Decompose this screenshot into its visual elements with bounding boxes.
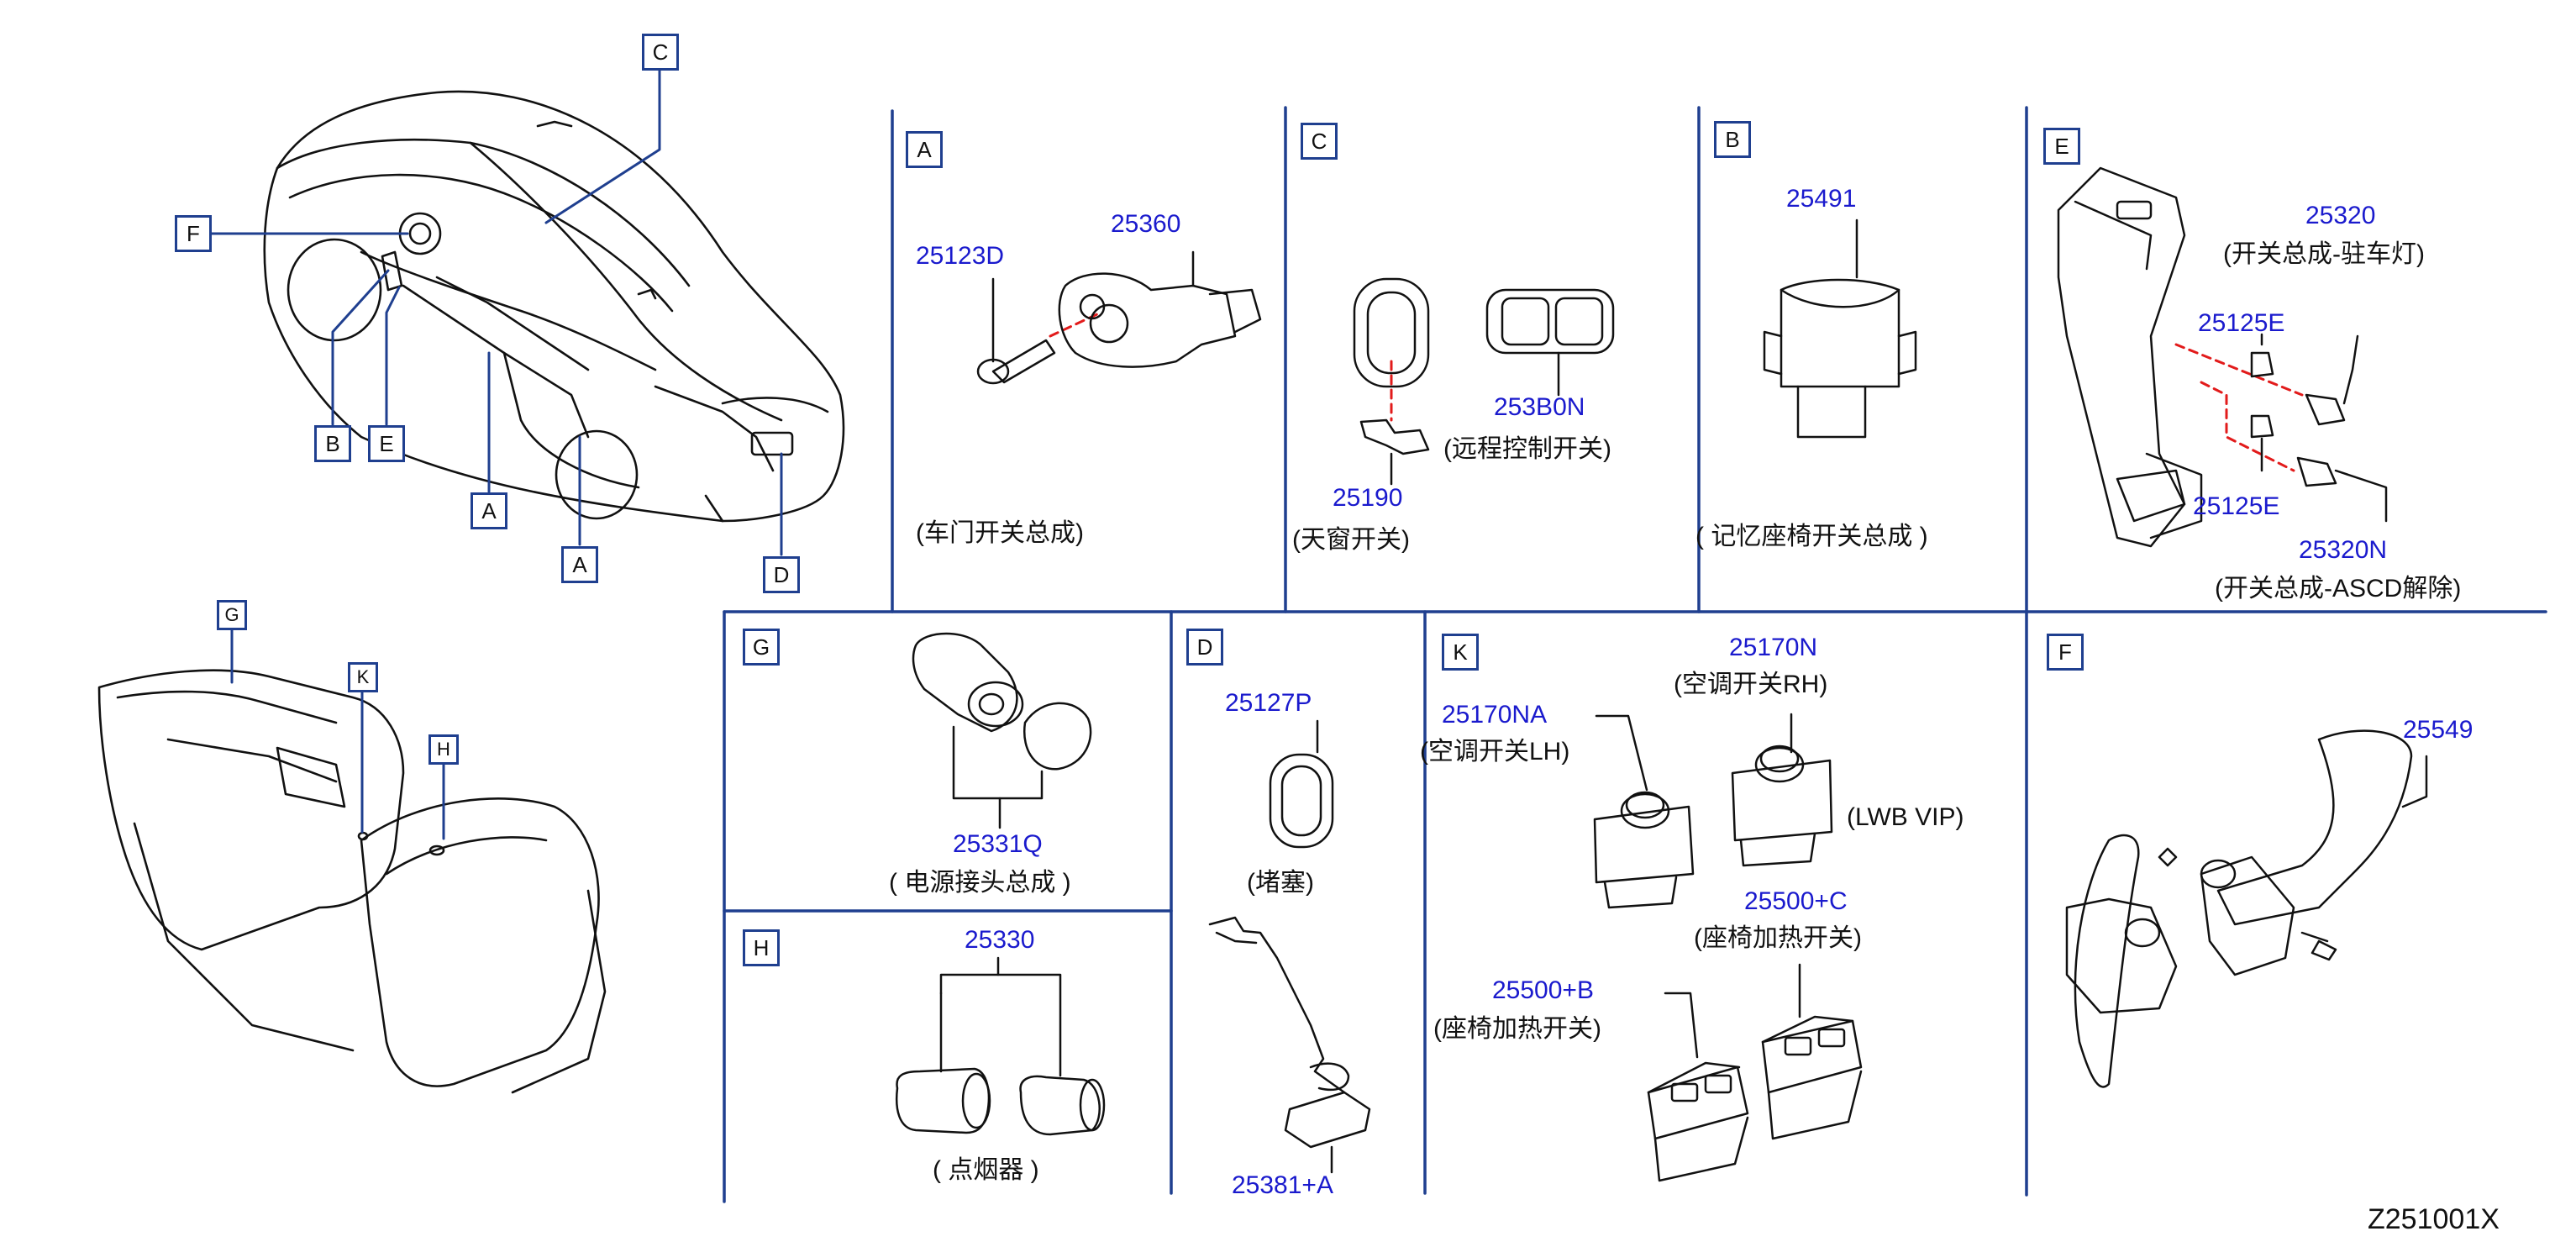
section-h-drawing xyxy=(896,956,1106,1136)
section-h-label: H xyxy=(743,929,780,966)
part-number-25330: 25330 xyxy=(965,926,1035,954)
caption-seat-heater-c: (座椅加热开关) xyxy=(1694,924,1862,952)
callout-a-car-1: A xyxy=(471,492,507,529)
part-number-25491: 25491 xyxy=(1786,185,1857,213)
note-lwb-vip: (LWB VIP) xyxy=(1847,803,1964,831)
callout-f-car: F xyxy=(175,215,212,252)
callout-g-console: G xyxy=(217,600,247,630)
section-dividers xyxy=(723,106,2547,1203)
diagram-code: Z251001X xyxy=(2368,1203,2500,1235)
car-callout-leaders xyxy=(210,67,783,556)
caption-plug: (堵塞) xyxy=(1247,869,1314,897)
part-number-25381a: 25381+A xyxy=(1232,1171,1333,1199)
section-f-drawing xyxy=(2065,729,2428,1088)
section-c-drawing xyxy=(1353,277,1615,486)
section-f-label: F xyxy=(2047,634,2084,671)
part-number-25170n: 25170N xyxy=(1729,634,1818,661)
part-number-25500c: 25500+C xyxy=(1744,887,1848,915)
part-number-25360: 25360 xyxy=(1111,210,1181,238)
section-k-drawing xyxy=(1593,713,1863,1182)
section-b-drawing xyxy=(1763,218,1917,439)
part-number-25125e-1: 25125E xyxy=(2198,309,2285,337)
caption-ac-switch-rh: (空调开关RH) xyxy=(1674,671,1828,698)
caption-seat-heater-b: (座椅加热开关) xyxy=(1433,1015,1601,1043)
section-g-drawing xyxy=(912,632,1092,829)
caption-ascd-cancel-switch: (开关总成-ASCD解除) xyxy=(2215,575,2462,602)
part-number-25549: 25549 xyxy=(2403,716,2473,744)
callout-b-car: B xyxy=(314,425,351,462)
part-number-25190: 25190 xyxy=(1333,484,1403,512)
caption-memory-seat-switch: ( 记忆座椅开关总成 ) xyxy=(1695,523,1928,550)
callout-h-console: H xyxy=(428,734,459,765)
part-number-25320: 25320 xyxy=(2305,202,2376,229)
part-number-25170na: 25170NA xyxy=(1442,701,1548,729)
caption-parking-lamp-switch: (开关总成-驻车灯) xyxy=(2223,240,2425,268)
section-a-drawing xyxy=(976,250,1262,385)
section-g-label: G xyxy=(743,629,780,666)
part-number-25331q: 25331Q xyxy=(953,830,1043,858)
section-k-label: K xyxy=(1442,634,1479,671)
part-number-25125e-2: 25125E xyxy=(2193,492,2280,520)
section-c-label: C xyxy=(1301,123,1338,160)
callout-k-console: K xyxy=(348,662,378,692)
car-illustration xyxy=(263,90,845,523)
console-illustration xyxy=(97,669,607,1094)
section-a-label: A xyxy=(906,131,943,168)
part-number-25500b: 25500+B xyxy=(1492,976,1594,1004)
section-d-label: D xyxy=(1186,629,1223,666)
caption-sunroof-switch: (天窗开关) xyxy=(1292,526,1410,554)
part-number-25127p: 25127P xyxy=(1225,689,1312,717)
part-number-253b0n: 253B0N xyxy=(1494,393,1585,421)
caption-ac-switch-lh: (空调开关LH) xyxy=(1420,738,1570,766)
section-b-label: B xyxy=(1714,121,1751,158)
callout-d-car: D xyxy=(763,556,800,593)
callout-c-car: C xyxy=(642,34,679,71)
section-e-drawing xyxy=(2057,166,2388,548)
section-e-label: E xyxy=(2043,128,2080,165)
callout-e-car: E xyxy=(368,425,405,462)
part-number-25320n: 25320N xyxy=(2299,536,2388,564)
console-callout-leaders xyxy=(230,629,445,840)
section-d-drawing xyxy=(1208,719,1371,1174)
callout-a-car-2: A xyxy=(561,546,598,583)
caption-door-switch: (车门开关总成) xyxy=(916,519,1084,547)
part-number-25123d: 25123D xyxy=(916,242,1005,270)
caption-cigarette-lighter: ( 点烟器 ) xyxy=(933,1156,1039,1184)
caption-power-socket: ( 电源接头总成 ) xyxy=(889,869,1071,897)
caption-remote-switch: (远程控制开关) xyxy=(1443,435,1611,463)
